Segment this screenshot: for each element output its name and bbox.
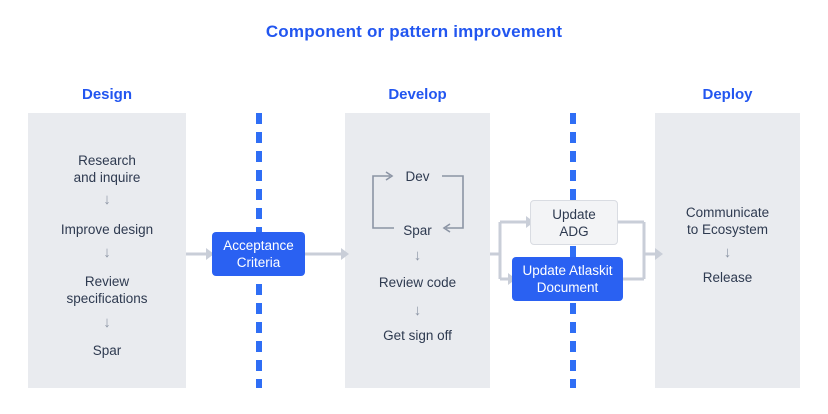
step-design-review-specifications: Review specifications — [66, 274, 148, 306]
arrow-down-icon: ↓ — [103, 244, 111, 261]
step-develop-review-code: Review code — [378, 275, 457, 290]
column-header-design: Design — [81, 86, 132, 103]
page-title: Component or pattern improvement — [265, 22, 563, 41]
panel-develop — [345, 113, 490, 388]
arrow-down-icon: ↓ — [413, 247, 422, 264]
callout-acceptance-criteria[interactable]: Acceptance Criteria — [212, 232, 305, 276]
arrow-down-icon: ↓ — [413, 302, 422, 319]
step-design-improve-design: Improve design — [60, 222, 154, 237]
column-header-deploy: Deploy — [702, 86, 753, 103]
panel-deploy — [655, 113, 800, 388]
step-design-spar: Spar — [92, 343, 122, 358]
column-header-develop: Develop — [388, 86, 447, 103]
callout-update-adg[interactable]: Update ADG — [530, 200, 618, 245]
dev-spar-loop-arrows — [372, 171, 464, 233]
step-develop-get-sign-off: Get sign off — [383, 328, 452, 343]
step-deploy-communicate-to-ecosystem: Communicate to Ecosystem — [685, 205, 770, 237]
callout-update-atlaskit-document[interactable]: Update Atlaskit Document — [512, 257, 623, 301]
step-develop-dev: Dev — [405, 169, 430, 184]
stage-divider-develop-deploy — [570, 113, 576, 388]
step-design-research-and-inquire: Research and inquire — [73, 153, 141, 185]
arrow-down-icon: ↓ — [103, 314, 111, 331]
panel-design — [28, 113, 186, 388]
step-deploy-release: Release — [702, 270, 753, 285]
arrow-down-icon: ↓ — [103, 191, 111, 208]
step-develop-spar: Spar — [403, 223, 432, 238]
arrow-down-icon: ↓ — [723, 244, 732, 261]
